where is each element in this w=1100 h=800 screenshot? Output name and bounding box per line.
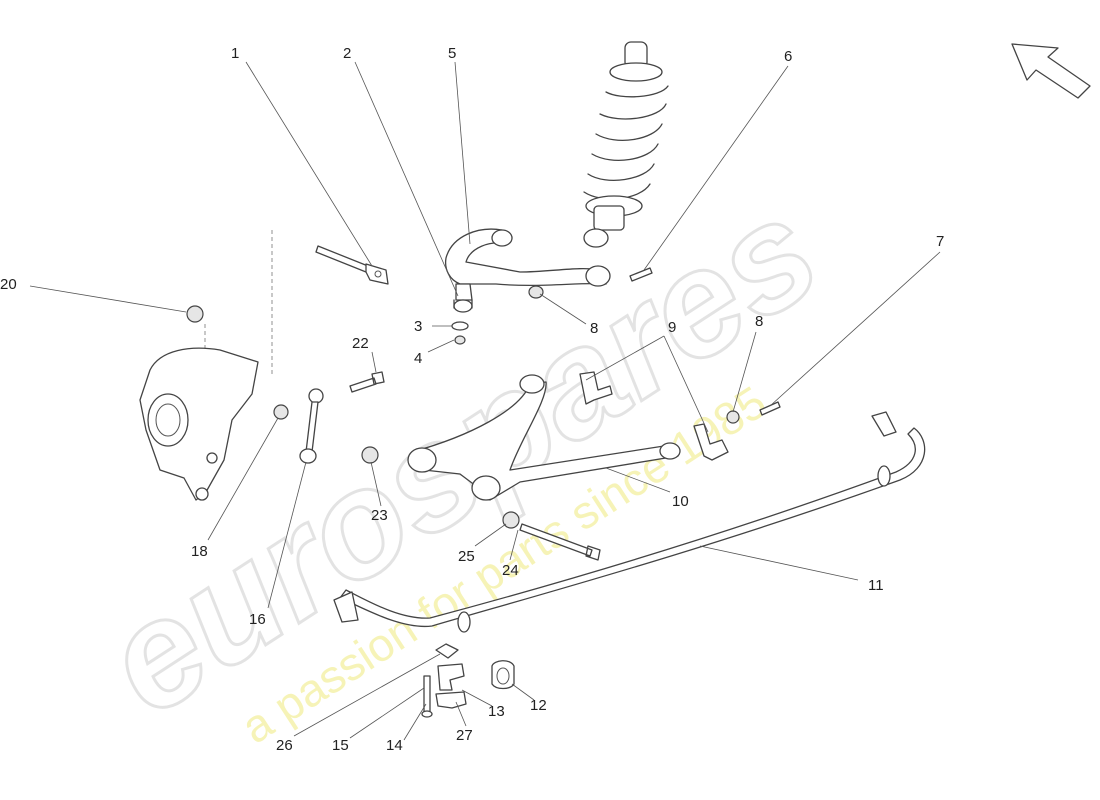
part-4-nut [454, 335, 466, 345]
wheel-knuckle [139, 230, 273, 501]
callout-15: 15 [332, 737, 349, 754]
part-26-clip [435, 643, 459, 659]
callout-12: 12 [530, 697, 547, 714]
callout-18: 18 [191, 543, 208, 560]
callout-3: 3 [414, 318, 422, 335]
callout-10: 10 [672, 493, 689, 510]
callout-13: 13 [488, 703, 505, 720]
callout-25: 25 [458, 548, 475, 565]
callout-20: 20 [0, 276, 17, 293]
part-10-lower-arm [407, 374, 681, 501]
leader-lines [29, 61, 941, 741]
part-22-bolt [349, 371, 385, 393]
part-3-washer [451, 321, 469, 331]
callout-2: 2 [343, 45, 351, 62]
callout-5: 5 [448, 45, 456, 62]
part-16-link [299, 388, 324, 464]
callout-7: 7 [936, 233, 944, 250]
callout-6: 6 [784, 48, 792, 65]
callout-26: 26 [276, 737, 293, 754]
part-23-bush [361, 446, 379, 464]
callout-23: 23 [371, 507, 388, 524]
callout-1: 1 [231, 45, 239, 62]
part-8-bush-upper [528, 285, 544, 299]
part-8-bush-right [726, 410, 740, 424]
arrow-up-left-icon [1011, 43, 1091, 99]
callout-27: 27 [456, 727, 473, 744]
callout-11: 11 [868, 577, 884, 594]
part-25-bush [502, 511, 520, 529]
part-18-bush [273, 404, 289, 420]
part-2-bushing [453, 299, 473, 313]
callout-9: 9 [668, 319, 676, 336]
callout-8-upper: 8 [590, 320, 598, 337]
callout-22: 22 [352, 335, 369, 352]
callout-14: 14 [386, 737, 403, 754]
part-12-bush [491, 660, 515, 690]
part-6-pin [629, 267, 653, 282]
part-11-stabilizer-bar [333, 411, 926, 633]
callout-24: 24 [502, 562, 519, 579]
callout-16: 16 [249, 611, 266, 628]
part-13-27-clamps [435, 663, 467, 709]
callout-8-right: 8 [755, 313, 763, 330]
callout-4: 4 [414, 350, 422, 367]
part-14-15-screw [421, 675, 433, 718]
part-1-bolt [315, 245, 389, 285]
callout-labels: 1 2 3 4 5 6 7 8 8 9 10 11 12 13 14 15 16… [0, 45, 944, 754]
part-20-nut [186, 305, 204, 323]
shock-absorber [583, 41, 669, 248]
part-24-bolt [519, 523, 601, 561]
part-5-upper-arm [444, 228, 611, 301]
